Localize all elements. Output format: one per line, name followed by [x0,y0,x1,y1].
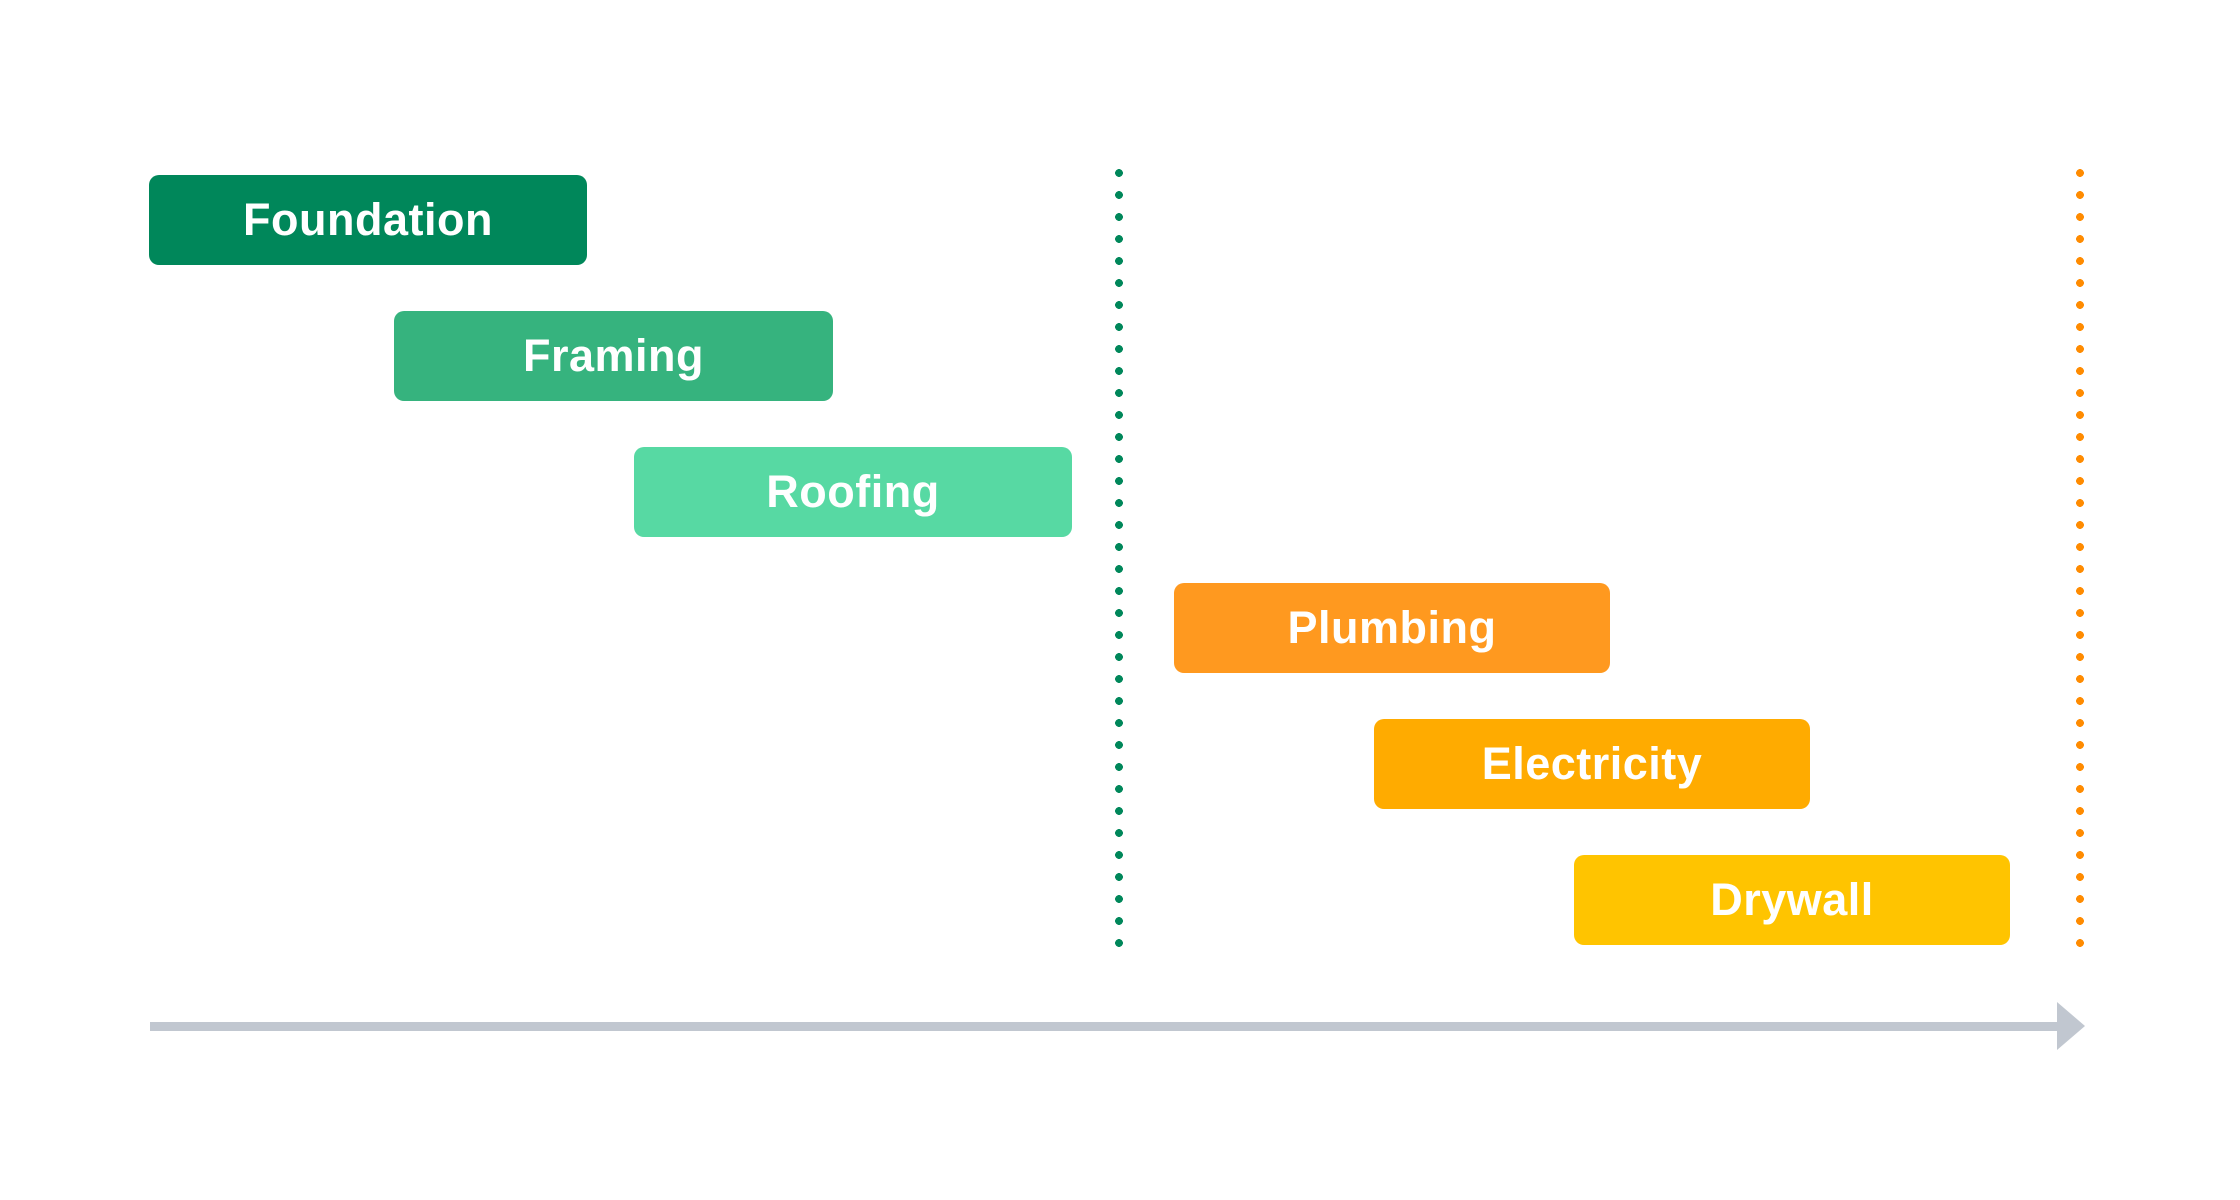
task-bar-foundation: Foundation [149,175,587,265]
timeline-arrow-icon [2057,1002,2085,1050]
task-bar-plumbing: Plumbing [1174,583,1610,673]
task-bar-electricity: Electricity [1374,719,1810,809]
task-bar-drywall: Drywall [1574,855,2010,945]
task-bar-roofing: Roofing [634,447,1072,537]
task-bar-framing: Framing [394,311,833,401]
timeline-axis [150,1021,2058,1031]
orange-dotted-line [2076,169,2084,949]
green-dotted-line [1115,169,1123,949]
